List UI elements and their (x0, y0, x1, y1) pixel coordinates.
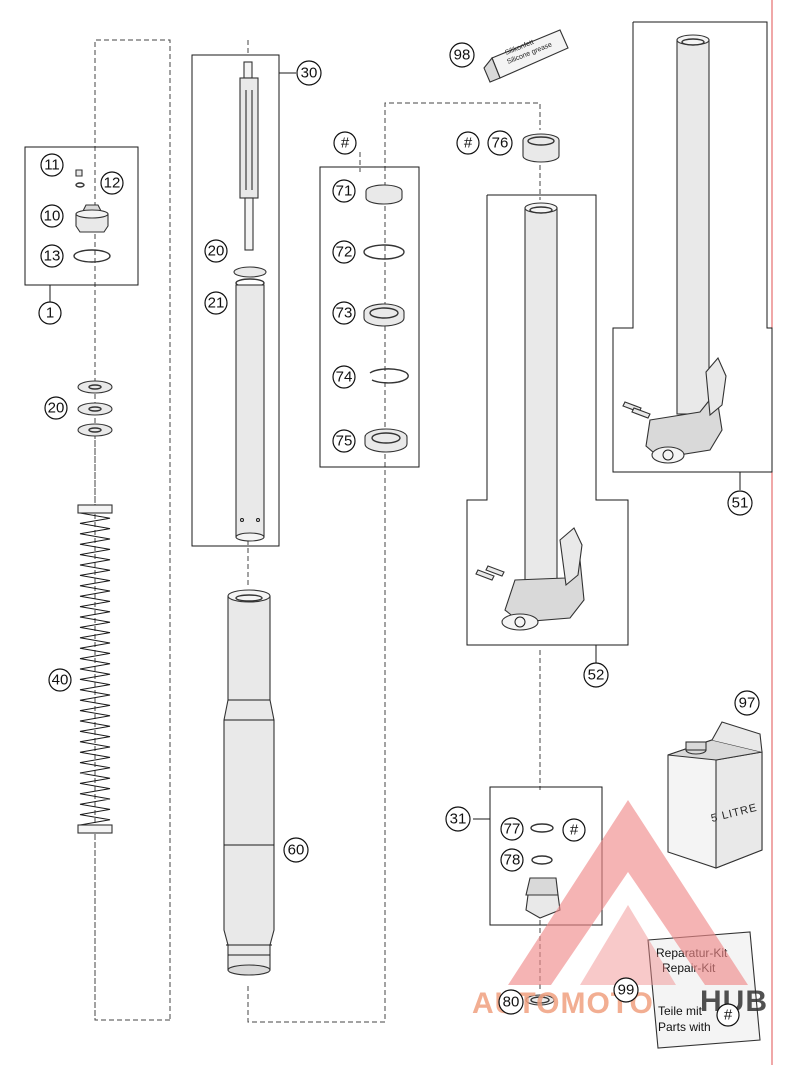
callout-hash-76: # (456, 131, 480, 155)
svg-text:#: # (724, 1007, 733, 1024)
callout-1: 1 (38, 301, 62, 325)
svg-text:99: 99 (618, 982, 635, 999)
callout-78: 78 (500, 848, 524, 872)
repair-kit-line4: Parts with (658, 1020, 711, 1034)
callout-74: 74 (332, 365, 356, 389)
callout-97: 97 (734, 690, 760, 716)
bottom-seal-ring (525, 994, 555, 1006)
callout-73: 73 (332, 301, 356, 325)
svg-text:20: 20 (48, 400, 65, 417)
damper-cartridge-assembly (191, 54, 296, 547)
callout-10: 10 (40, 204, 64, 228)
callout-20-damper: 20 (204, 239, 228, 263)
svg-text:52: 52 (588, 667, 605, 684)
svg-text:97: 97 (739, 695, 756, 712)
svg-text:71: 71 (336, 183, 353, 200)
svg-text:73: 73 (336, 305, 353, 322)
svg-text:31: 31 (450, 811, 467, 828)
svg-text:72: 72 (336, 244, 353, 261)
svg-text:40: 40 (52, 672, 69, 689)
callout-hash-kit-box: # (716, 1003, 740, 1027)
callout-60: 60 (283, 837, 309, 863)
callout-99: 99 (613, 977, 639, 1003)
svg-text:80: 80 (503, 994, 520, 1011)
callout-77: 77 (500, 817, 524, 841)
fork-cap-assembly (24, 146, 139, 302)
svg-text:#: # (570, 822, 579, 839)
svg-text:98: 98 (454, 47, 471, 64)
callout-40: 40 (48, 668, 72, 692)
callout-52: 52 (583, 662, 609, 688)
svg-text:60: 60 (288, 842, 305, 859)
callout-98: 98 (449, 42, 475, 68)
assembly-dashed-lines (94, 39, 541, 1023)
callout-13: 13 (40, 244, 64, 268)
seal-bushing-kit (319, 166, 420, 468)
outer-tube-right (612, 21, 773, 490)
svg-text:#: # (341, 135, 350, 152)
spring-washers (77, 380, 113, 437)
callout-76: 76 (487, 130, 513, 156)
svg-text:51: 51 (732, 495, 749, 512)
callout-75: 75 (332, 429, 356, 453)
callout-80: 80 (498, 989, 524, 1015)
svg-text:20: 20 (208, 243, 225, 260)
callout-12: 12 (100, 171, 124, 195)
callout-51: 51 (727, 490, 753, 516)
callout-30: 30 (296, 60, 322, 86)
callout-20-washers: 20 (44, 396, 68, 420)
svg-text:10: 10 (44, 208, 61, 225)
repair-kit-line3: Teile mit (658, 1004, 703, 1018)
callout-11: 11 (40, 153, 64, 177)
inner-fork-tube (223, 589, 275, 976)
callout-31: 31 (445, 806, 471, 832)
callout-21: 21 (204, 291, 228, 315)
svg-text:13: 13 (44, 248, 61, 265)
svg-text:1: 1 (46, 305, 54, 322)
svg-text:21: 21 (208, 295, 225, 312)
svg-text:77: 77 (504, 821, 521, 838)
callout-hash-kit: # (333, 131, 357, 155)
silicone-grease-tube: Silikonfett Silicone grease (483, 29, 569, 83)
callout-71: 71 (332, 179, 356, 203)
fork-spring (77, 504, 113, 834)
svg-text:#: # (464, 135, 473, 152)
top-bushing (522, 133, 560, 163)
callout-72: 72 (332, 240, 356, 264)
callout-hash-77: # (562, 818, 586, 842)
svg-text:76: 76 (492, 135, 509, 152)
outer-tube-left (466, 194, 629, 665)
svg-text:30: 30 (301, 65, 318, 82)
fork-oil-can: 5 LITRE (667, 721, 763, 869)
svg-text:75: 75 (336, 433, 353, 450)
svg-text:74: 74 (336, 369, 353, 386)
svg-text:78: 78 (504, 852, 521, 869)
svg-text:12: 12 (104, 175, 121, 192)
svg-text:11: 11 (44, 157, 60, 174)
